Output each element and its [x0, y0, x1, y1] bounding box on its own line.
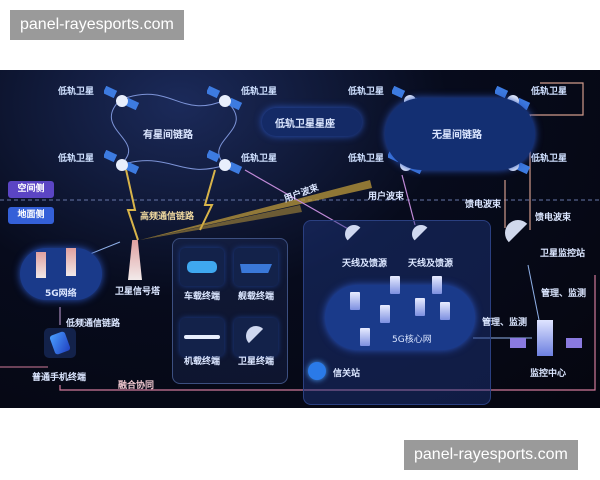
- satellite-icon: [102, 85, 140, 118]
- constellation-label: 低轨卫星星座: [275, 119, 335, 130]
- signal-tower-icon: [128, 240, 142, 280]
- without-isl-label: 无星间链路: [432, 130, 482, 141]
- monitor-center-label: 监控中心: [530, 369, 567, 379]
- server-icon: [360, 328, 370, 346]
- server-icon: [415, 298, 425, 316]
- car-icon: [180, 248, 224, 286]
- satellite-label: 低轨卫星: [531, 87, 568, 97]
- satellite-label: 低轨卫星: [348, 87, 385, 97]
- high-freq-link-label: 高频通信链路: [140, 212, 195, 222]
- terminal-label: 卫星终端: [238, 357, 275, 367]
- server-icon: [440, 302, 450, 320]
- terminal-label: 机载终端: [184, 357, 221, 367]
- satellite-label: 低轨卫星: [531, 154, 568, 164]
- server-icon: [432, 276, 442, 294]
- gateway-label: 信关站: [333, 369, 361, 379]
- satellite-icon: [102, 149, 140, 182]
- phone-terminal-label: 普通手机终端: [32, 373, 87, 383]
- signal-tower-label: 卫星信号塔: [115, 287, 161, 297]
- management-label: 管理、监测: [482, 318, 528, 328]
- satellite-label: 低轨卫星: [58, 87, 95, 97]
- ship-icon: [234, 248, 278, 286]
- satellite-icon: [205, 85, 243, 118]
- cell-tower-icon: [66, 248, 76, 276]
- laptop-icon: [566, 338, 582, 348]
- server-icon: [390, 276, 400, 294]
- satellite-network-diagram: 低轨卫星 低轨卫星 低轨卫星 低轨卫星 低轨卫星 低轨卫星 低轨卫星 低轨卫星 …: [0, 70, 600, 408]
- ground-side-badge: 地面侧: [8, 207, 54, 224]
- satellite-label: 低轨卫星: [58, 154, 95, 164]
- terminal-label: 舰载终端: [238, 292, 275, 302]
- management-label: 管理、监测: [541, 289, 587, 299]
- cell-tower-icon: [36, 252, 46, 278]
- satellite-label: 低轨卫星: [348, 154, 385, 164]
- monitor-station-label: 卫星监控站: [540, 249, 586, 259]
- space-side-badge: 空间侧: [8, 181, 54, 198]
- antenna-label: 天线及馈源: [342, 259, 388, 269]
- satellite-icon: [205, 149, 243, 182]
- connector-lines: [0, 82, 600, 391]
- with-isl-label: 有星间链路: [143, 130, 193, 141]
- phone-icon: [44, 328, 76, 358]
- core-network-label: 5G核心网: [392, 335, 432, 345]
- user-beam-label: 用户波束: [368, 192, 405, 202]
- server-icon: [380, 305, 390, 323]
- watermark-bottom: panel-rayesports.com: [404, 440, 578, 470]
- server-icon: [350, 292, 360, 310]
- watermark-top: panel-rayesports.com: [10, 10, 184, 40]
- feeder-beam-label: 馈电波束: [535, 213, 572, 223]
- laptop-icon: [510, 338, 526, 348]
- gateway-icon: [308, 362, 326, 380]
- server-tower-icon: [537, 320, 553, 356]
- satellite-label: 低轨卫星: [241, 87, 278, 97]
- fusion-label: 融合协同: [118, 381, 155, 391]
- terminal-label: 车载终端: [184, 292, 221, 302]
- satellite-label: 低轨卫星: [241, 154, 278, 164]
- 5g-network-label: 5G网络: [45, 289, 77, 299]
- low-freq-link-label: 低频通信链路: [66, 319, 121, 329]
- feeder-beam-label: 馈电波束: [465, 200, 502, 210]
- satellite-dish-icon: [234, 318, 278, 356]
- airplane-icon: [180, 318, 224, 356]
- antenna-label: 天线及馈源: [408, 259, 454, 269]
